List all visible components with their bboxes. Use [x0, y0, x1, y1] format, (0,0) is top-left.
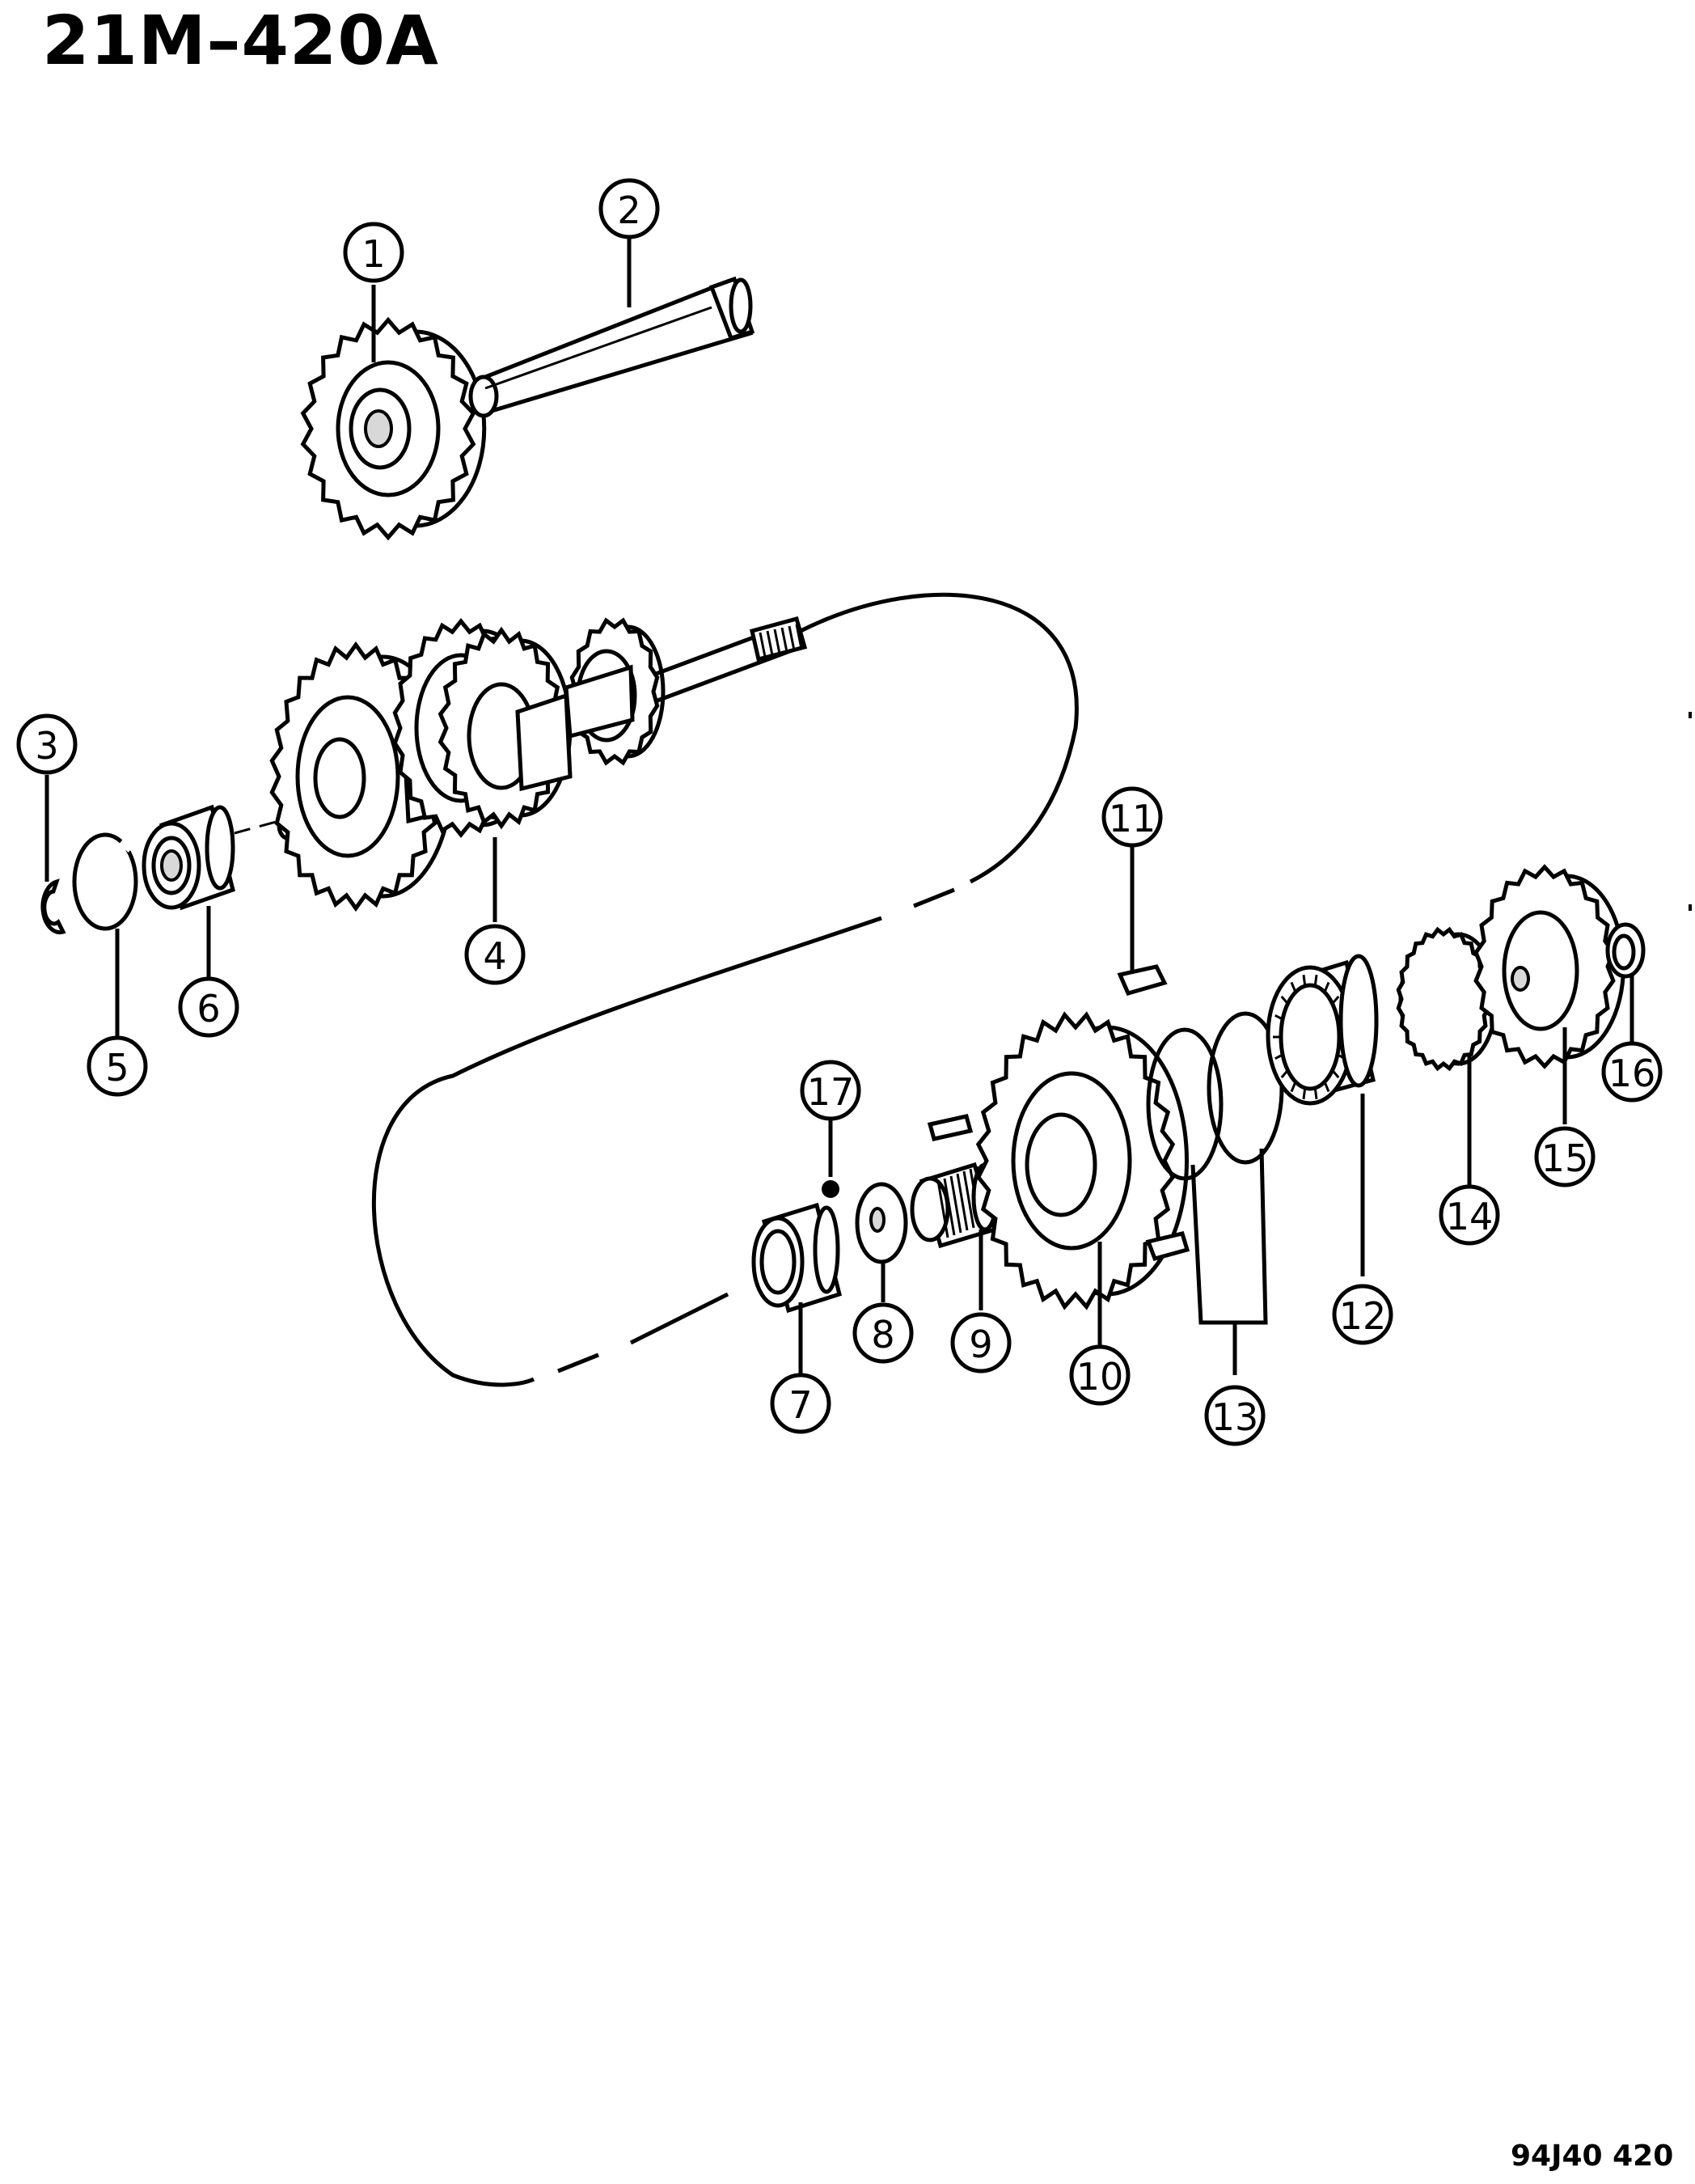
- part-16-snap-ring: [1605, 922, 1646, 979]
- part-12-sleeve: [1266, 954, 1379, 1106]
- callout-label-7: 7: [788, 1383, 812, 1427]
- diagram-title: 21M–420A: [42, 1, 439, 80]
- part-5-snap-ring: [72, 832, 138, 931]
- part-4-mainshaft: [269, 616, 808, 912]
- part-2-shaft: [468, 276, 755, 418]
- part-10-gear: [975, 1011, 1189, 1310]
- part-14-synchro-ring: [1396, 926, 1498, 1072]
- callout-label-8: 8: [871, 1313, 894, 1357]
- callout-circle-6: [178, 976, 239, 1038]
- part-6-bearing: [142, 804, 235, 911]
- callout-circle-13: [1204, 1385, 1266, 1446]
- callout-circle-5: [87, 1035, 148, 1097]
- part-3-snap-ring: [40, 878, 66, 935]
- callout-label-15: 15: [1541, 1136, 1589, 1180]
- figure-id: 94J40 420: [1511, 2140, 1674, 2173]
- callout-circle-15: [1534, 1126, 1596, 1187]
- callout-circle-4: [464, 924, 526, 985]
- part-15-hub: [1473, 864, 1626, 1069]
- callout-label-5: 5: [105, 1046, 129, 1090]
- part-17-dot: [822, 1180, 839, 1198]
- callout-label-16: 16: [1608, 1052, 1656, 1095]
- callout-label-6: 6: [197, 987, 220, 1031]
- callout-label-1: 1: [361, 232, 385, 276]
- callout-circle-7: [770, 1373, 831, 1434]
- callout-label-3: 3: [35, 724, 58, 768]
- callout-circle-17: [800, 1060, 861, 1121]
- callout-label-13: 13: [1211, 1395, 1259, 1439]
- part-11-strut: [1117, 964, 1168, 997]
- leader-lines: [44, 233, 1634, 1375]
- callout-circle-10: [1069, 1344, 1131, 1406]
- part-7-race: [751, 1202, 843, 1314]
- part-8-washer: [855, 1182, 908, 1264]
- callout-label-2: 2: [617, 188, 640, 232]
- assembly-loop-line: [799, 592, 1079, 884]
- callout-label-14: 14: [1446, 1195, 1494, 1238]
- callout-circle-12: [1332, 1284, 1393, 1345]
- callout-label-11: 11: [1109, 797, 1156, 840]
- part-1-gear: [300, 316, 487, 541]
- callout-circle-9: [950, 1312, 1012, 1373]
- callout-circle-3: [16, 713, 78, 775]
- callout-label-10: 10: [1076, 1355, 1124, 1399]
- callout-circle-1: [343, 222, 404, 283]
- callout-label-12: 12: [1339, 1294, 1387, 1338]
- callout-circle-8: [852, 1302, 914, 1364]
- callout-label-4: 4: [483, 934, 506, 978]
- callout-circle-14: [1439, 1184, 1500, 1246]
- callout-circle-11: [1101, 786, 1163, 848]
- callout-label-17: 17: [807, 1070, 855, 1114]
- callout-circle-16: [1601, 1041, 1663, 1103]
- callout-circle-2: [598, 178, 660, 239]
- callout-label-9: 9: [969, 1323, 992, 1366]
